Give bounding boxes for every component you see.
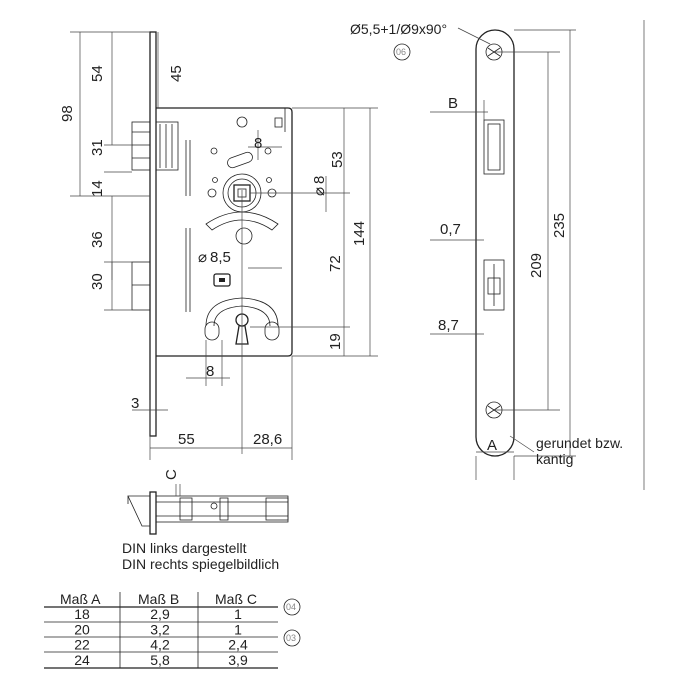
dim-53: 53 [329,151,346,168]
dim-8-5: 8,5 [210,249,231,266]
dim-8-top: 8 [254,135,262,152]
dim-14: 14 [89,180,106,197]
dim-209: 209 [528,253,545,278]
dim-C: C [163,469,180,480]
table-body: 18 2,9 1 20 3,2 1 22 4,2 2,4 24 5,8 3,9 [74,606,248,668]
diameter-symbol-8: ⌀ [311,187,328,196]
dim-36: 36 [89,231,106,248]
dim-0-7: 0,7 [440,221,461,238]
circle-label-04: 04 [286,602,296,612]
diameter-symbol-85: ⌀ [198,249,207,266]
dim-8-pin: 8 [311,176,328,184]
table-header-b: Maß B [138,591,179,607]
table-cell: 20 [74,621,90,637]
dimension-table [44,592,278,669]
dead-bolt [131,261,151,311]
dim-55: 55 [178,431,195,448]
table-cell: 2,9 [150,606,170,622]
table-header-c: Maß C [215,591,257,607]
dim-8-7: 8,7 [438,317,459,334]
screw-spec-note: Ø5,5+1/Ø9x90° [350,21,447,37]
circle-marker-03 [283,629,301,647]
follower-mechanism [185,140,279,312]
table-cell: 3,9 [228,652,248,668]
table-cell: 22 [74,637,90,653]
dim-235: 235 [551,213,568,238]
front-faceplate [149,31,157,437]
dim-A: A [487,437,497,454]
din-note-line1: DIN links dargestellt [122,540,247,556]
dim-72: 72 [327,255,344,272]
table-cell: 24 [74,652,90,668]
side-dimension-lines [430,20,645,490]
table-cell: 5,8 [150,652,170,668]
dim-B: B [448,95,458,112]
edge-note-line2: kantig [536,451,573,467]
table-cell: 1 [234,606,242,622]
table-cell: 2,4 [228,637,248,653]
circle-marker-04 [283,598,301,616]
table-cell: 4,2 [150,637,170,653]
table-cell: 3,2 [150,621,170,637]
top-view-lock [127,484,289,535]
din-note-line2: DIN rechts spiegelbildlich [122,556,279,572]
dim-144: 144 [351,221,368,246]
table-cell: 1 [234,621,242,637]
front-dimension-lines [70,31,378,460]
dim-98: 98 [59,105,76,122]
dim-3: 3 [131,395,139,412]
table-header-a: Maß A [60,591,101,607]
circle-marker-06 [393,43,411,61]
latch-bolt [131,121,179,171]
circle-label-03: 03 [286,633,296,643]
dim-8-keyhole: 8 [206,363,214,380]
side-faceplate [475,29,515,457]
dim-19: 19 [327,333,344,350]
circle-label-06: 06 [396,47,406,57]
edge-note-line1: gerundet bzw. [536,435,623,451]
lock-case [156,107,293,357]
table-cell: 18 [74,606,90,622]
dim-45: 45 [168,65,185,82]
dim-54: 54 [89,65,106,82]
dim-31: 31 [89,139,106,156]
dim-28-6: 28,6 [253,431,282,448]
dim-30: 30 [89,273,106,290]
